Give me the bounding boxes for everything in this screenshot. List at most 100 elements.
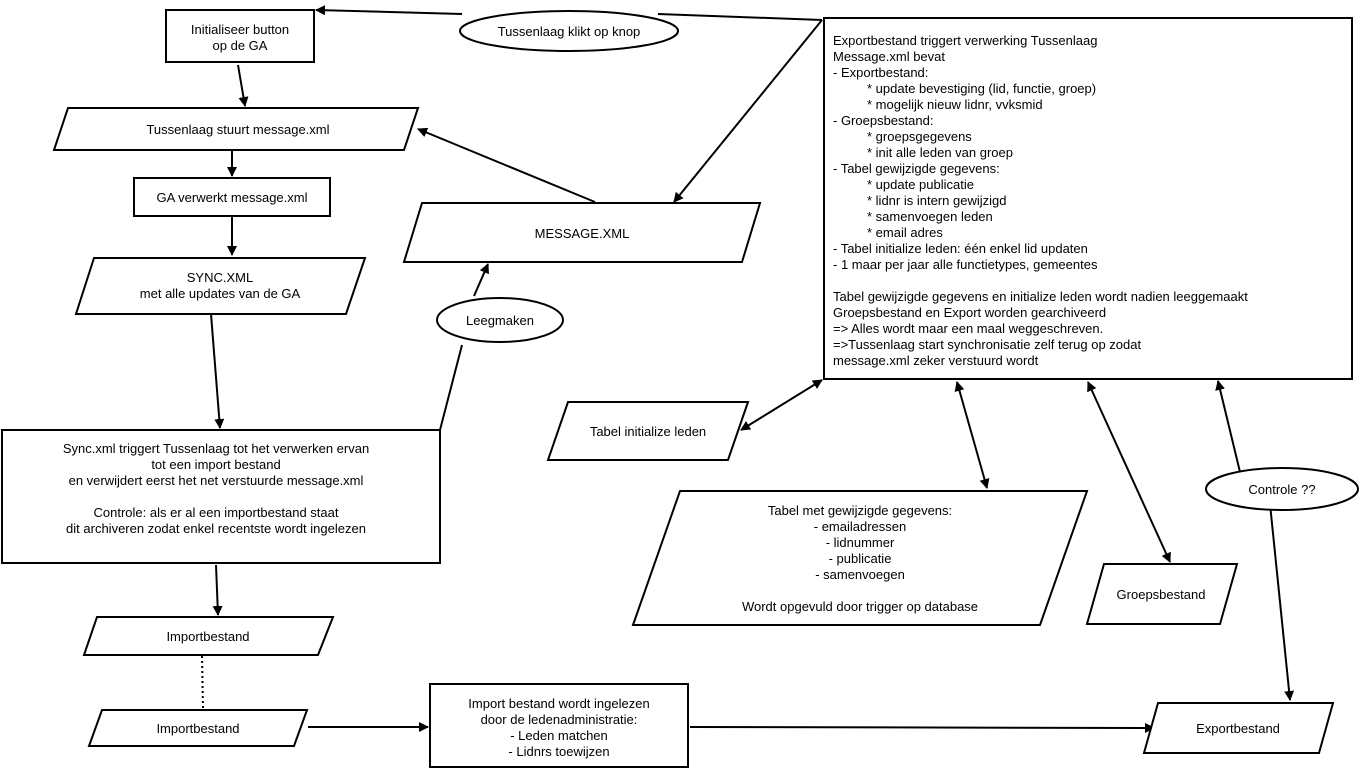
node-tussenlaag-klikt: Tussenlaag klikt op knop xyxy=(459,10,679,52)
text-line: MESSAGE.XML xyxy=(535,226,630,241)
edge-leegmaken-to-message-xml xyxy=(473,263,489,297)
text-line: - Groepsbestand: xyxy=(833,113,933,128)
node-ga-verwerkt-label: GA verwerkt message.xml xyxy=(157,190,308,205)
node-importbestand-1: Importbestand xyxy=(82,616,335,656)
text-line: * init alle leden van groep xyxy=(867,145,1013,160)
text-line: * mogelijk nieuw lidnr, vvksmid xyxy=(867,97,1043,112)
process-box xyxy=(133,177,331,217)
connectors xyxy=(201,5,1295,733)
text-line: Wordt opgevuld door trigger op database xyxy=(742,599,978,614)
text-line: - 1 maar per jaar alle functietypes, gem… xyxy=(833,257,1098,272)
text-line: - publicatie xyxy=(829,551,892,566)
node-tussenlaag-stuurt: Tussenlaag stuurt message.xml xyxy=(52,107,420,151)
process-box xyxy=(823,17,1353,380)
text-line: * samenvoegen leden xyxy=(867,209,993,224)
node-groepsbestand: Groepsbestand xyxy=(1085,563,1239,625)
text-line: Controle ?? xyxy=(1248,482,1315,497)
node-controle: Controle ?? xyxy=(1205,467,1359,511)
edge-tussenlaag-klikt-to-init-button xyxy=(657,13,823,21)
process-box xyxy=(165,9,315,63)
edge-importbestand-dotted xyxy=(201,655,204,709)
node-importbestand-2: Importbestand xyxy=(87,709,309,747)
text-line: op de GA xyxy=(213,38,268,53)
edge-sync-xml-to-sync-triggers xyxy=(210,313,225,429)
data-parallelogram xyxy=(1085,563,1239,625)
node-tussenlaag-klikt-label: Tussenlaag klikt op knop xyxy=(498,24,641,39)
edge-export-triggers-tabel-gewijzigd xyxy=(954,381,990,489)
text-line: - samenvoegen xyxy=(815,567,905,582)
node-tabel-initialize-label: Tabel initialize leden xyxy=(590,424,706,439)
text-line: Exportbestand triggert verwerking Tussen… xyxy=(833,33,1097,48)
text-line: Tabel initialize leden xyxy=(590,424,706,439)
node-message-xml: MESSAGE.XML xyxy=(402,202,762,263)
node-groepsbestand-label: Groepsbestand xyxy=(1117,587,1206,602)
text-line: Tabel met gewijzigde gegevens: xyxy=(768,503,952,518)
node-tabel-gewijzigd: Tabel met gewijzigde gegevens:- emailadr… xyxy=(631,490,1089,626)
node-message-xml-label: MESSAGE.XML xyxy=(535,226,630,241)
text-line: Tussenlaag klikt op knop xyxy=(498,24,641,39)
text-line: * update bevestiging (lid, functie, groe… xyxy=(867,81,1096,96)
edge-exportbestand-to-controle xyxy=(1269,503,1295,701)
text-line: - Leden matchen xyxy=(510,728,608,743)
text-line: SYNC.XML xyxy=(187,270,253,285)
text-line: door de ledenadministratie: xyxy=(481,712,638,727)
text-line: Tabel gewijzigde gegevens en initialize … xyxy=(833,289,1248,304)
data-parallelogram xyxy=(1142,702,1335,754)
text-line: - emailadressen xyxy=(814,519,907,534)
data-parallelogram xyxy=(74,257,367,315)
text-line: * update publicatie xyxy=(867,177,974,192)
node-leegmaken-label: Leegmaken xyxy=(466,313,534,328)
text-line: Groepsbestand en Export worden gearchive… xyxy=(833,305,1106,320)
text-line: * email adres xyxy=(867,225,943,240)
ellipse-shape xyxy=(1205,467,1359,511)
text-line: - Lidnrs toewijzen xyxy=(508,744,609,759)
text-line: =>Tussenlaag start synchronisatie zelf t… xyxy=(833,337,1141,352)
text-line: tot een import bestand xyxy=(151,457,280,472)
node-tabel-gewijzigd-text: Tabel met gewijzigde gegevens:- emailadr… xyxy=(742,503,978,614)
text-line: - Tabel initialize leden: één enkel lid … xyxy=(833,241,1088,256)
data-parallelogram xyxy=(631,490,1089,626)
text-line: en verwijdert eerst het net verstuurde m… xyxy=(69,473,364,488)
text-line: Message.xml bevat xyxy=(833,49,945,64)
node-exportbestand-label: Exportbestand xyxy=(1196,721,1280,736)
text-line: Controle: als er al een importbestand st… xyxy=(94,505,339,520)
text-line: GA verwerkt message.xml xyxy=(157,190,308,205)
ellipse-shape xyxy=(436,297,564,343)
data-parallelogram xyxy=(546,401,750,461)
text-line: => Alles wordt maar een maal weggeschrev… xyxy=(833,321,1103,336)
text-line: dit archiveren zodat enkel recentste wor… xyxy=(66,521,366,536)
text-line: - lidnummer xyxy=(826,535,895,550)
text-line: message.xml zeker verstuurd wordt xyxy=(833,353,1039,368)
node-tussenlaag-stuurt-label: Tussenlaag stuurt message.xml xyxy=(146,122,329,137)
edge-sync-triggers-to-importbestand xyxy=(212,564,223,616)
edge-to-init-button-arrow xyxy=(315,5,463,16)
process-box xyxy=(429,683,689,768)
text-line: - Exportbestand: xyxy=(833,65,928,80)
node-importbestand-2-label: Importbestand xyxy=(156,721,239,736)
node-tabel-initialize: Tabel initialize leden xyxy=(546,401,750,461)
process-box xyxy=(1,429,441,564)
edge-controle-to-export-triggers xyxy=(1215,380,1241,473)
text-line: Import bestand wordt ingelezen xyxy=(468,696,649,711)
node-sync-triggers: Sync.xml triggert Tussenlaag tot het ver… xyxy=(1,429,441,564)
text-line: Exportbestand xyxy=(1196,721,1280,736)
ellipse-shape xyxy=(459,10,679,52)
data-parallelogram xyxy=(82,616,335,656)
text-line: Sync.xml triggert Tussenlaag tot het ver… xyxy=(63,441,369,456)
node-export-triggers-text: Exportbestand triggert verwerking Tussen… xyxy=(833,33,1248,368)
text-line: Importbestand xyxy=(166,629,249,644)
text-line: * lidnr is intern gewijzigd xyxy=(867,193,1006,208)
edge-export-triggers-to-message-xml xyxy=(673,19,823,203)
data-parallelogram xyxy=(52,107,420,151)
data-parallelogram xyxy=(87,709,309,747)
edge-export-triggers-groepsbestand xyxy=(1087,381,1171,563)
edge-init-to-tussenlaag-stuurt xyxy=(237,64,249,107)
node-importbestand-1-label: Importbestand xyxy=(166,629,249,644)
text-line: met alle updates van de GA xyxy=(140,286,301,301)
edge-message-xml-to-tussenlaag-stuurt xyxy=(417,127,596,203)
